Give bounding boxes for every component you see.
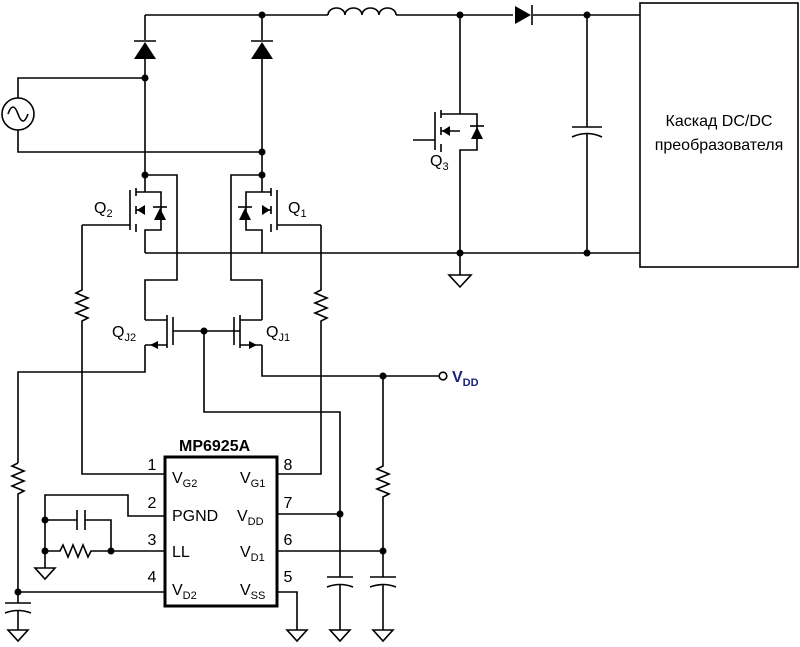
vdd-terminal: VDD (438, 369, 479, 389)
jfet-gate-trace (203, 331, 341, 577)
junction-dots (14, 11, 591, 596)
pgnd-ll-network (33, 494, 165, 581)
pin-4-label: VD2 (172, 582, 197, 602)
mosfet-q1: Q1 (230, 170, 321, 255)
mosfet-q3: Q3 (413, 15, 484, 253)
inductor (327, 7, 397, 16)
pin-8-number: 8 (284, 457, 293, 474)
q1-label: Q1 (288, 200, 307, 220)
converter-label-line2: преобразователя (655, 137, 784, 154)
bridge-diode-left (134, 15, 156, 170)
gate-resistor-right (297, 225, 330, 475)
vd2-capacitor (4, 592, 32, 643)
ac-source (1, 77, 262, 153)
qj1-label: QJ1 (266, 324, 290, 344)
pin-5-label: VSS (240, 582, 265, 602)
mosfet-q2: Q2 (82, 170, 178, 255)
pin-2-label: PGND (172, 508, 218, 525)
pin-4-number: 4 (148, 569, 157, 586)
jfet-qj2: QJ2 (17, 255, 240, 463)
gate-resistor-left (73, 225, 165, 475)
vdd-capacitor (326, 576, 354, 643)
pin-1-label: VG2 (172, 470, 197, 490)
dcdc-converter-box: Каскад DC/DC преобразователя (639, 2, 799, 268)
pin-5-number: 5 (284, 569, 293, 586)
vdd-label: VDD (452, 369, 479, 389)
pin-3-number: 3 (148, 532, 157, 549)
top-rail (145, 7, 640, 16)
q2-label: Q2 (94, 200, 113, 220)
pin-7-label: VDD (237, 508, 264, 528)
jfet-qj1: QJ1 (230, 255, 440, 377)
vd2-resistor (9, 462, 165, 593)
pin-1-number: 1 (148, 457, 157, 474)
q3-label: Q3 (430, 153, 449, 173)
pin-8-label: VG1 (240, 470, 265, 490)
vd1-capacitor (369, 576, 397, 643)
bridge-diode-right (251, 15, 273, 170)
pin-6-label: VD1 (240, 544, 265, 564)
chip-name: MP6925A (179, 438, 251, 455)
vss-ground (277, 591, 309, 643)
converter-label-line1: Каскад DC/DC (666, 113, 773, 130)
boost-diode (515, 5, 533, 25)
mp6925a-chip: MP6925A 1 2 3 4 8 7 6 5 VG2 PGND LL VD2 … (148, 438, 297, 608)
pin-6-number: 6 (284, 532, 293, 549)
pin-7-number: 7 (284, 495, 293, 512)
qj2-label: QJ2 (112, 324, 136, 344)
ground-q3 (447, 253, 473, 289)
output-capacitor (571, 15, 603, 253)
vdd-resistor (374, 376, 392, 577)
pin-2-number: 2 (148, 495, 157, 512)
pin-3-label: LL (172, 544, 190, 561)
